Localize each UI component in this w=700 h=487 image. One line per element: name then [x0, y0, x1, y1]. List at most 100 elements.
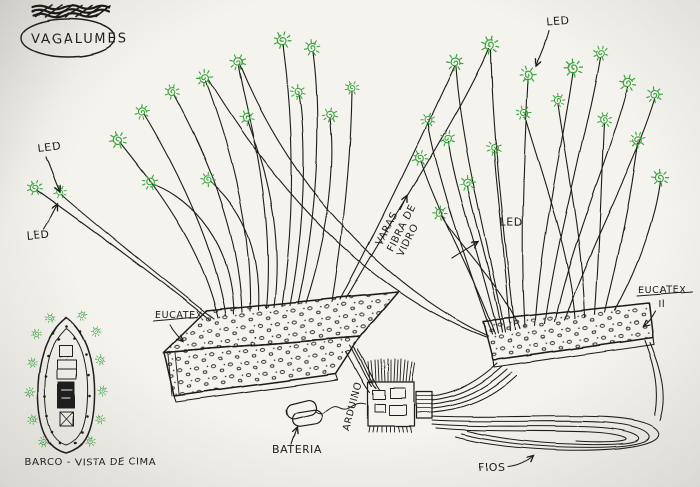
wire — [431, 362, 498, 397]
eucatex-left-label: EUCATEX — [155, 310, 203, 321]
wire — [431, 415, 660, 451]
rod-line — [455, 65, 506, 333]
arduino-chip — [389, 387, 406, 399]
connector-block — [415, 391, 433, 419]
firefly-led-icon — [131, 101, 153, 123]
firefly-led-icon — [25, 178, 45, 198]
rod-line — [554, 86, 629, 323]
boat-perforation-dots — [43, 325, 91, 445]
firefly-led-icon — [431, 204, 449, 222]
bateria-arrow — [290, 427, 297, 445]
firefly-led-icon — [477, 32, 503, 58]
firefly-led-icon — [647, 165, 673, 191]
firefly-led-icon — [88, 324, 104, 340]
battery-sketch — [285, 399, 367, 427]
rod-line — [305, 117, 333, 304]
firefly-led-icon — [43, 311, 57, 325]
firefly-led-icon — [22, 384, 38, 400]
wire — [649, 341, 665, 421]
firefly-led-icon — [82, 433, 98, 449]
scribble-hatch — [35, 4, 111, 18]
firefly-led-icon — [560, 55, 586, 81]
title-oval — [20, 18, 116, 58]
pin-row — [368, 425, 412, 433]
firefly-led-icon — [161, 81, 183, 103]
rod-line — [427, 122, 493, 335]
arduino-label: ARDUINO — [341, 380, 365, 432]
rod-line — [564, 98, 656, 321]
arduino-board — [367, 358, 433, 433]
led-label-left-lower: LED — [26, 228, 50, 243]
led-arrow-right-mid — [451, 242, 478, 259]
firefly-led-icon — [271, 29, 293, 51]
rod-line — [490, 48, 516, 331]
firefly-led-icon — [238, 109, 256, 127]
firefly-led-icon — [92, 411, 108, 427]
led-label-right-mid: LED — [500, 216, 523, 229]
firefly-led-icon — [517, 64, 539, 86]
eucatex-left-arrow — [169, 324, 183, 341]
rod-line — [289, 94, 305, 306]
rod-line — [534, 71, 574, 327]
wire — [353, 347, 377, 389]
firefly-leds — [25, 29, 673, 222]
firefly-led-icon — [226, 50, 250, 74]
rod-line — [594, 122, 605, 315]
boat-battery-block — [57, 381, 75, 409]
firefly-led-icon — [409, 147, 431, 169]
rod-line — [210, 181, 259, 311]
bateria-label: BATERIA — [272, 443, 323, 456]
boat-hull-outer — [37, 317, 95, 454]
rod-line — [281, 43, 293, 307]
eucatex-right-label-ii: II — [658, 299, 665, 310]
led-arrow-left-lower — [43, 204, 58, 230]
barco-caption: BARCO - VISTA DE CIMA — [25, 457, 157, 468]
arduino-chip — [374, 403, 386, 413]
rod-line — [238, 65, 269, 309]
firefly-led-icon — [26, 413, 40, 427]
led-arrow-left-upper — [45, 156, 60, 192]
boat-deck-box — [59, 411, 74, 427]
rod-line — [524, 116, 576, 319]
wire — [435, 427, 627, 443]
boat-hull-inner — [44, 328, 88, 446]
rod-line — [441, 215, 521, 330]
rod-line — [604, 142, 639, 313]
eucatex-right-label: EUCATEX — [638, 285, 686, 296]
rod-line — [420, 160, 496, 335]
rod-line — [36, 189, 211, 321]
connector-pins — [415, 395, 433, 413]
rod-line — [173, 94, 243, 313]
wire — [431, 368, 508, 405]
firefly-led-icon — [96, 385, 108, 397]
firefly-led-icon — [287, 81, 309, 104]
rod-line — [544, 56, 601, 325]
crossed-out-text-scribble — [31, 4, 111, 19]
wire — [431, 423, 639, 446]
firefly-led-icon — [139, 171, 161, 193]
eucatex-board-right — [482, 302, 655, 368]
boat-deck-box — [58, 345, 73, 358]
led-arrow-right-top — [536, 30, 550, 66]
scribble-stroke — [31, 8, 111, 15]
rod-line — [61, 194, 215, 320]
eucatex-right-underline — [636, 291, 693, 297]
boat-box-cross — [59, 411, 74, 427]
wire-comb — [367, 358, 416, 383]
fios-label: FIOS — [478, 461, 506, 474]
battery-cell — [285, 399, 317, 420]
firefly-led-icon — [645, 85, 665, 105]
board-edge — [492, 336, 655, 368]
rod-line — [247, 120, 278, 308]
firefly-led-icon — [442, 49, 468, 75]
boat-block-marks — [61, 389, 73, 399]
rod-line — [208, 79, 487, 338]
rod-line — [205, 80, 251, 312]
firefly-led-icon — [617, 72, 639, 94]
rod-line — [345, 47, 490, 300]
rod-line — [297, 51, 318, 305]
led-label-left-upper: LED — [37, 139, 62, 155]
wire — [431, 374, 518, 413]
